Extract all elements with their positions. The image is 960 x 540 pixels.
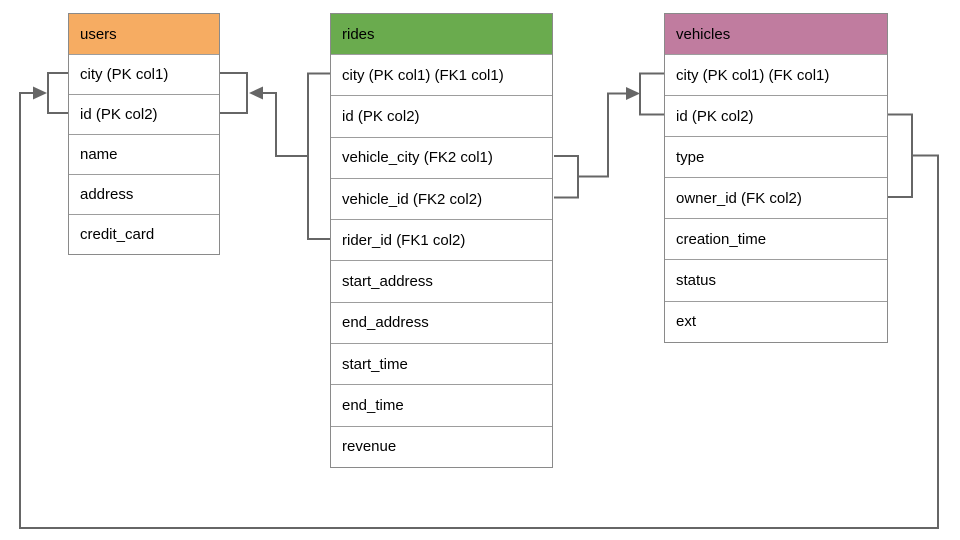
table-row: city (PK col1) (FK col1) (665, 54, 887, 96)
table-vehicles-rows: city (PK col1) (FK col1)id (PK col2)type… (665, 54, 887, 342)
connector-rides-vehicles-arrowhead-icon (626, 87, 640, 100)
table-row: revenue (331, 425, 552, 467)
connector-rides-users-bracket-rides (307, 72, 331, 240)
table-row: vehicle_id (FK2 col2) (331, 177, 552, 220)
table-row: address (69, 174, 219, 214)
table-vehicles-header: vehicles (665, 14, 887, 54)
connector-vehicles-users-bracket-vehicles (888, 113, 913, 198)
table-row: city (PK col1) (FK1 col1) (331, 54, 552, 96)
table-row: id (PK col2) (69, 94, 219, 134)
table-row: creation_time (665, 218, 887, 260)
connector-rides-vehicles-bracket-vehicles (639, 72, 665, 116)
table-row: status (665, 259, 887, 301)
table-row: owner_id (FK col2) (665, 177, 887, 219)
table-row: name (69, 134, 219, 174)
table-rides-rows: city (PK col1) (FK1 col1)id (PK col2)veh… (331, 54, 552, 467)
connector-rides-users-line (262, 92, 308, 157)
table-row: id (PK col2) (665, 95, 887, 137)
connector-vehicles-users-arrowhead-icon (33, 86, 47, 100)
table-row: type (665, 136, 887, 178)
table-row: id (PK col2) (331, 95, 552, 137)
table-row: rider_id (FK1 col2) (331, 219, 552, 261)
connector-vehicles-users-bracket-users (47, 72, 68, 114)
table-row: end_time (331, 384, 552, 426)
connector-rides-vehicles-line (578, 92, 627, 178)
connector-rides-vehicles-bracket-rides (554, 155, 579, 199)
connector-rides-users-bracket-users (220, 72, 248, 114)
table-row: city (PK col1) (69, 54, 219, 94)
table-users-header: users (69, 14, 219, 54)
table-rides: rides city (PK col1) (FK1 col1)id (PK co… (330, 13, 553, 468)
table-vehicles: vehicles city (PK col1) (FK col1)id (PK … (664, 13, 888, 343)
table-row: ext (665, 300, 887, 342)
table-rides-header: rides (331, 14, 552, 54)
connector-vehicles-users-line (19, 92, 939, 529)
table-row: end_address (331, 301, 552, 344)
table-row: credit_card (69, 214, 219, 254)
table-row: start_address (331, 260, 552, 302)
table-row: vehicle_city (FK2 col1) (331, 136, 552, 178)
connector-rides-users-arrowhead-icon (249, 86, 263, 100)
table-row: start_time (331, 343, 552, 385)
